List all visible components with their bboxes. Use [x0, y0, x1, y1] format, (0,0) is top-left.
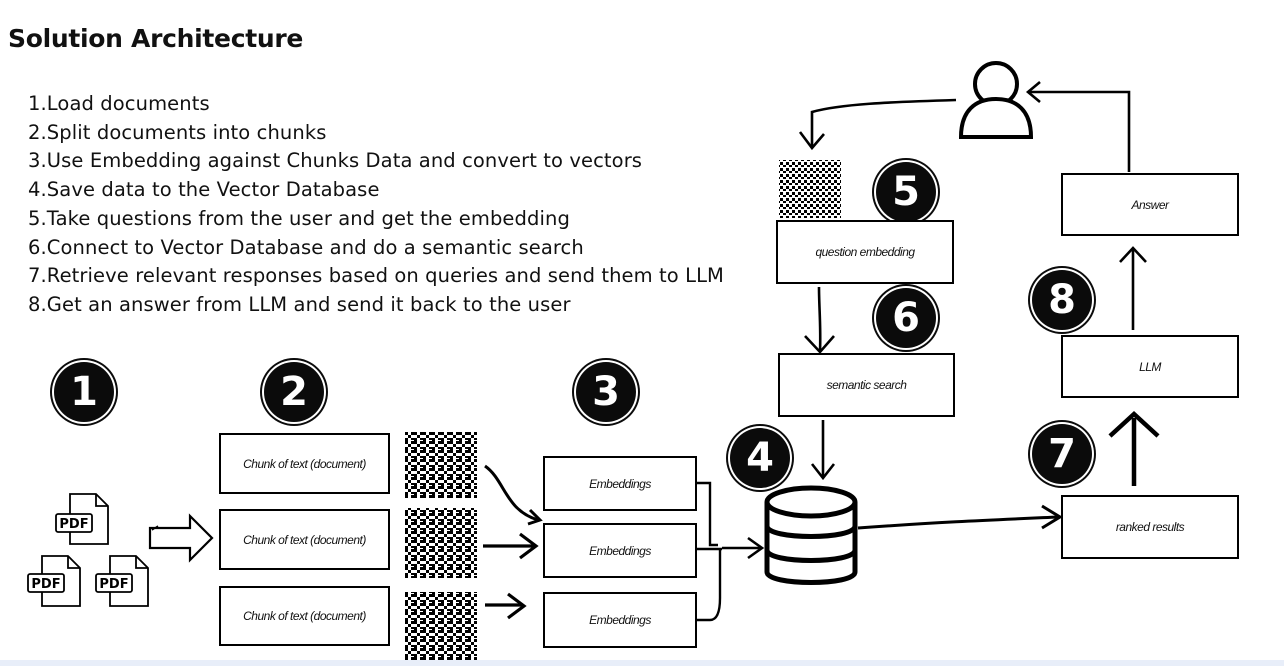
vector-pattern-icon	[405, 592, 477, 660]
semantic-search-box: semantic search	[778, 353, 955, 417]
page-title: Solution Architecture	[8, 24, 304, 53]
step-item: 6.Connect to Vector Database and do a se…	[28, 235, 584, 259]
ranked-results-box: ranked results	[1061, 495, 1239, 559]
bottom-strip	[0, 660, 1284, 666]
step-item: 2.Split documents into chunks	[28, 120, 327, 144]
step-item: 4.Save data to the Vector Database	[28, 178, 380, 202]
pdf-file-icon: PDF	[55, 493, 109, 545]
step-item: 3.Use Embedding against Chunks Data and …	[28, 149, 643, 173]
llm-box: LLM	[1061, 335, 1239, 398]
pdf-file-icon: PDF	[95, 555, 149, 607]
vector-pattern-icon	[405, 432, 477, 498]
chunk-box: Chunk of text (document)	[219, 433, 390, 494]
answer-box: Answer	[1061, 173, 1239, 236]
step-badge: 1	[54, 362, 114, 422]
database-icon	[764, 485, 858, 585]
step-badge: 4	[730, 428, 790, 488]
step-item: 5.Take questions from the user and get t…	[28, 206, 570, 230]
step-badge: 7	[1032, 424, 1092, 484]
step-badge: 3	[576, 362, 636, 422]
user-icon	[958, 61, 1034, 139]
question-embedding-box: question embedding	[776, 220, 954, 284]
embeddings-box: Embeddings	[543, 592, 697, 648]
step-badge: 6	[876, 288, 936, 348]
step-badge: 2	[264, 362, 324, 422]
chunk-box: Chunk of text (document)	[219, 586, 390, 646]
step-item: 7.Retrieve relevant responses based on q…	[28, 264, 724, 288]
embeddings-box: Embeddings	[543, 456, 697, 511]
pdf-label: PDF	[59, 517, 88, 532]
chunk-box: Chunk of text (document)	[219, 509, 390, 570]
pdf-label: PDF	[31, 577, 60, 592]
arrow-right-icon	[148, 513, 214, 563]
embeddings-box: Embeddings	[543, 523, 697, 578]
step-item: 1.Load documents	[28, 92, 210, 115]
vector-pattern-icon	[779, 160, 841, 218]
steps-list: 1.Load documents 2.Split documents into …	[28, 90, 724, 320]
vector-pattern-icon	[405, 508, 477, 578]
pdf-label: PDF	[99, 577, 128, 592]
step-item: 8.Get an answer from LLM and send it bac…	[28, 292, 571, 316]
step-badge: 8	[1032, 270, 1092, 330]
pdf-file-icon: PDF	[27, 555, 81, 607]
step-badge: 5	[876, 162, 936, 222]
